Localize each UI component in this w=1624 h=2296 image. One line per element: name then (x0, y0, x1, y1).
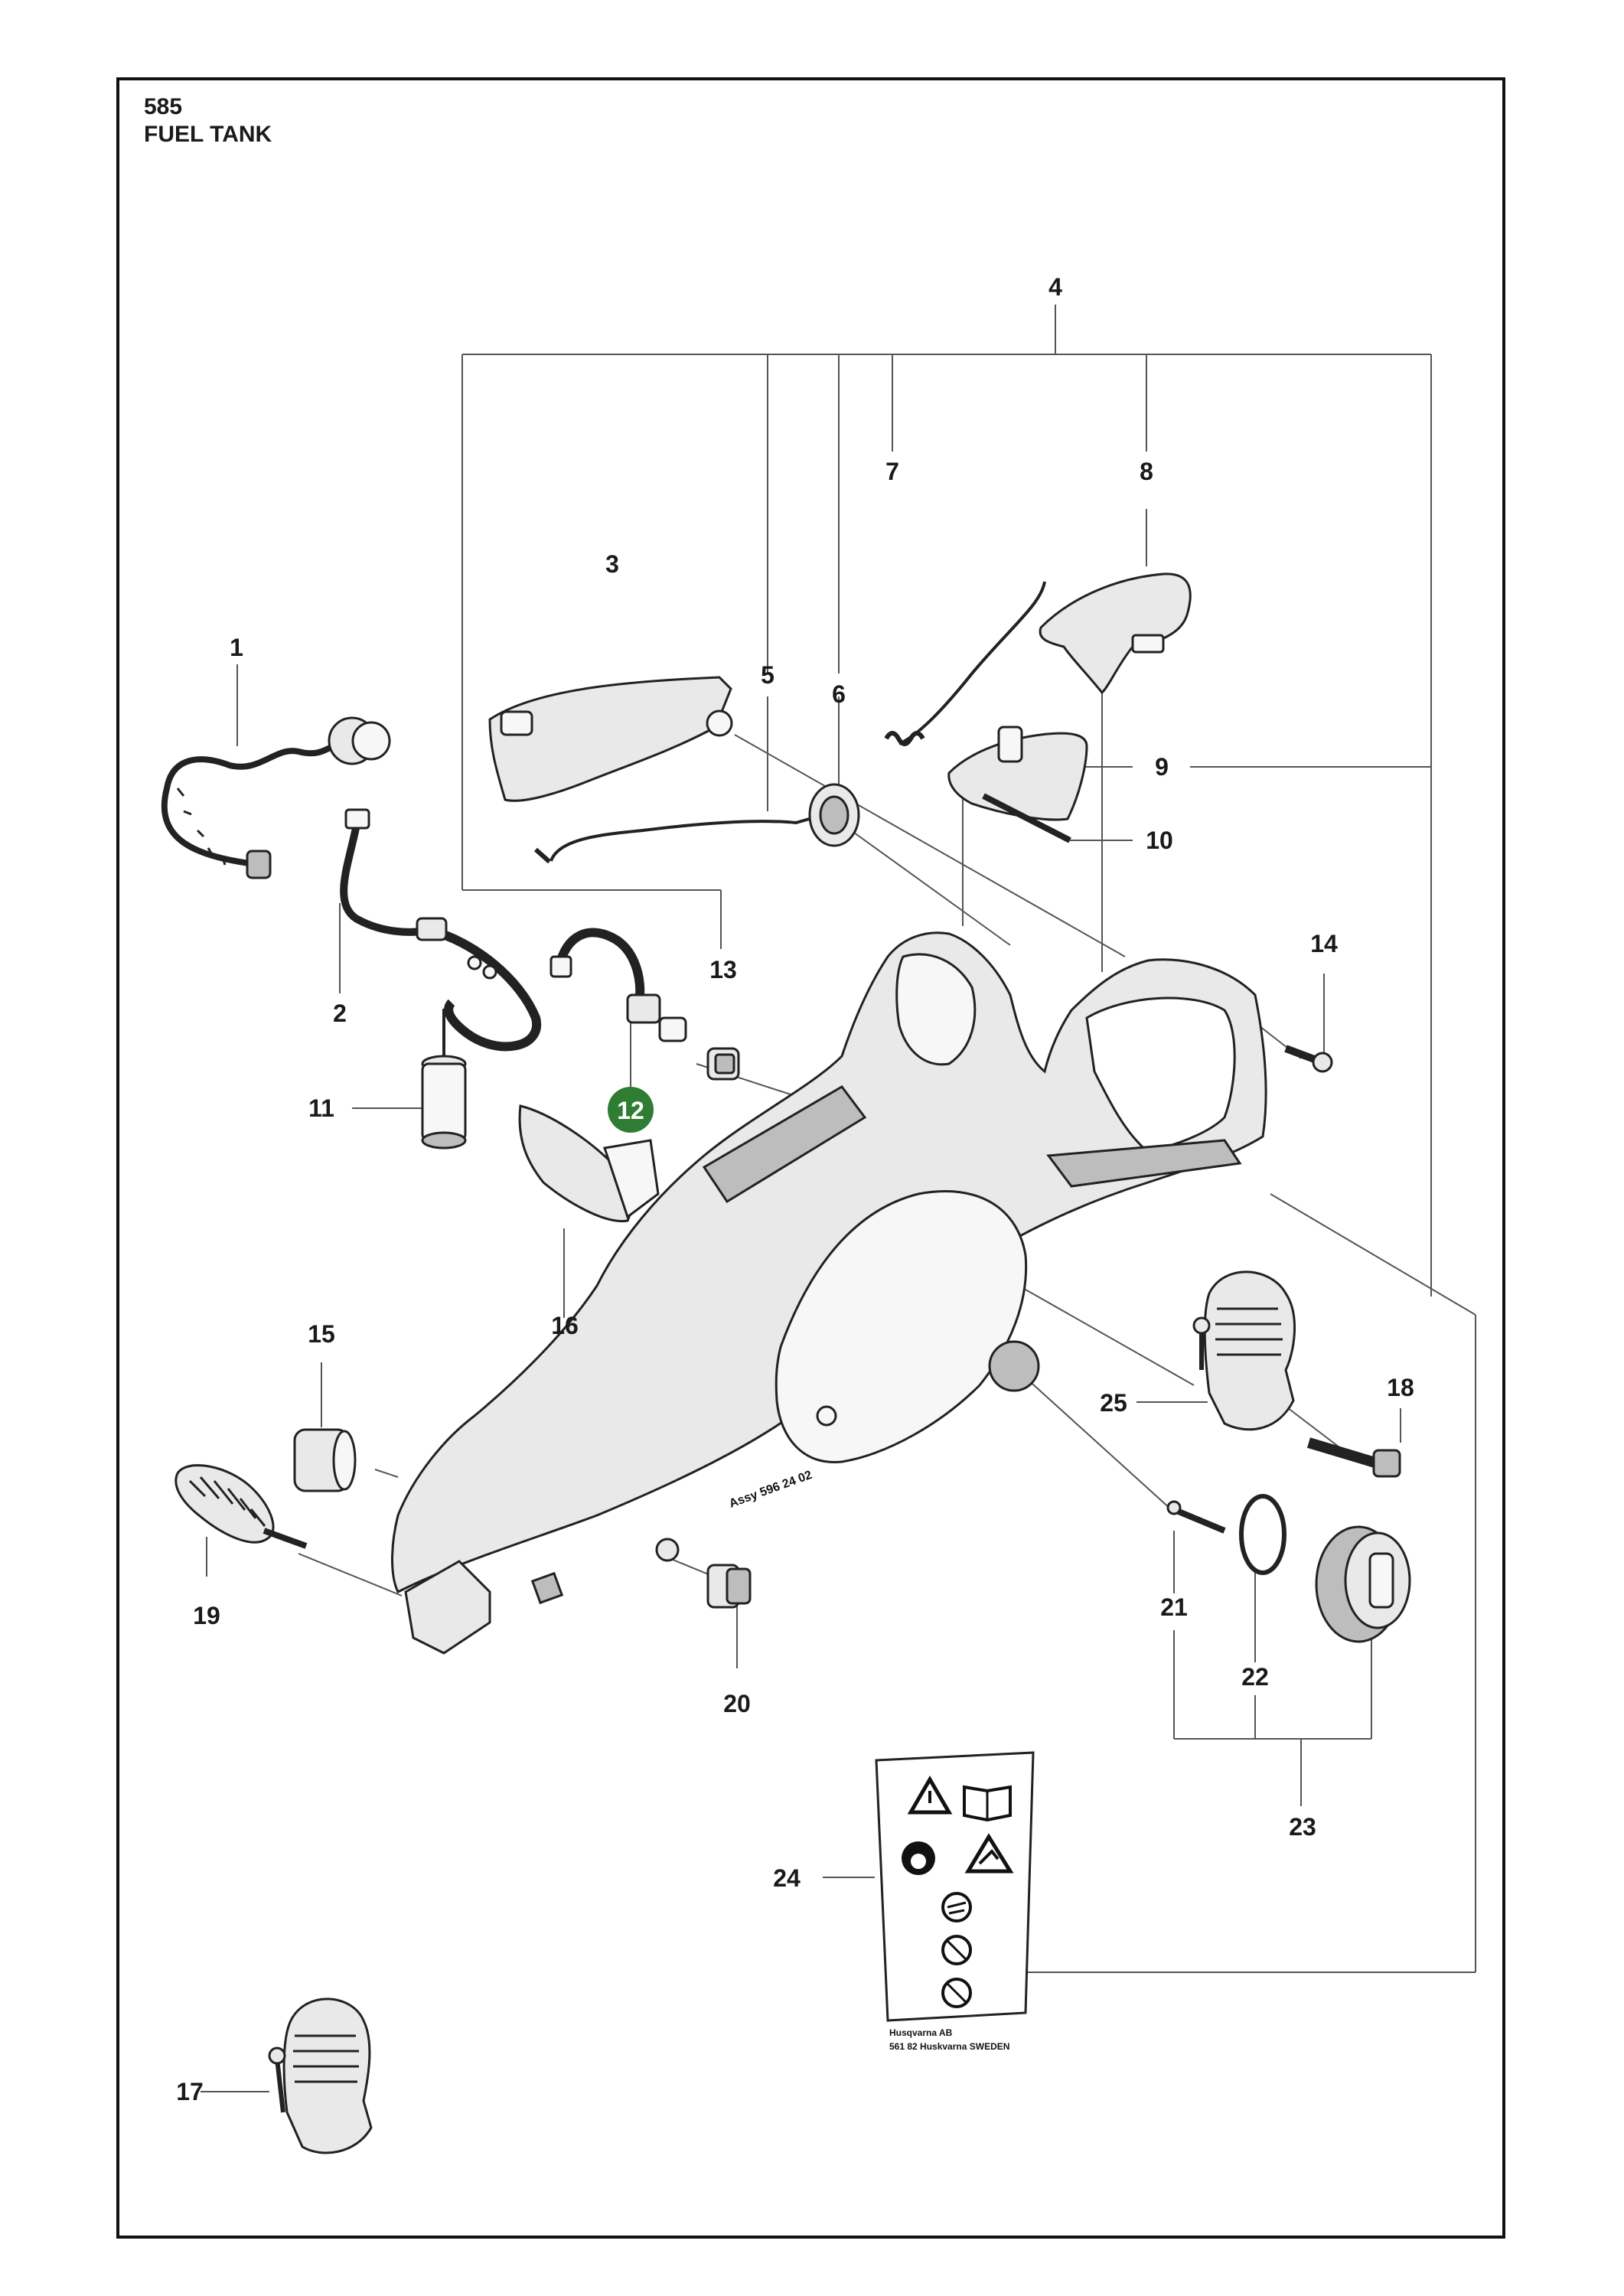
warning-triangle-icon (907, 1776, 953, 1815)
callout-numbers: 1 2 3 4 5 6 7 8 9 10 11 13 14 15 16 17 1… (176, 273, 1414, 2105)
callout-8: 8 (1140, 458, 1153, 485)
tank-part-marking: Assy 596 24 02 (728, 1469, 814, 1511)
part-4-tank-body: Assy 596 24 02 (391, 931, 1267, 1655)
callout-10: 10 (1146, 827, 1173, 854)
part-6-grommet (808, 783, 860, 847)
drawing-frame (116, 77, 1505, 2239)
manual-book-icon (963, 1785, 1012, 1822)
part-13-nipple (706, 1047, 740, 1081)
kickback-warning-icon (964, 1833, 1014, 1874)
callout-16: 16 (551, 1312, 579, 1339)
no-one-hand-grip-icon (941, 1978, 972, 2008)
callout-21: 21 (1160, 1593, 1188, 1621)
callout-1: 1 (230, 634, 243, 661)
callout-18: 18 (1387, 1374, 1414, 1401)
callout-19: 19 (193, 1602, 220, 1629)
callout-7: 7 (885, 458, 899, 485)
part-3-cover (488, 676, 732, 802)
part-19-av-spring (174, 1464, 308, 1549)
callout-4: 4 (1048, 273, 1062, 301)
page-header: 585 FUEL TANK (144, 93, 272, 148)
part-14-screw (1284, 1045, 1333, 1073)
part-22-gasket (1239, 1494, 1286, 1575)
callout-2: 2 (333, 1000, 347, 1027)
callout-15: 15 (308, 1320, 335, 1348)
leader-lines (201, 305, 1476, 2092)
callout-22: 22 (1241, 1663, 1269, 1691)
part-18-screw (1306, 1437, 1401, 1478)
callout-17: 17 (176, 2078, 204, 2105)
part-8-throttle-lockout (1039, 572, 1192, 695)
page-title: FUEL TANK (144, 122, 272, 147)
callout-23: 23 (1289, 1813, 1316, 1841)
page-number: 585 (144, 94, 183, 119)
protective-helmet-icon (902, 1841, 935, 1875)
callout-6: 6 (832, 680, 846, 708)
part-20-nipple (706, 1564, 752, 1609)
callout-20: 20 (723, 1690, 751, 1717)
part-17-av-buffer (268, 1998, 373, 2154)
part-15-rubber-buffer (293, 1428, 357, 1492)
part-16-bracket (518, 1104, 660, 1223)
part-1-fuel-hose (161, 716, 391, 879)
part-12-vent-hose (549, 928, 687, 1042)
part-11-fuel-filter (421, 1009, 467, 1150)
part-21-vent-valve (1166, 1500, 1226, 1534)
callout-24: 24 (773, 1864, 801, 1892)
label-maker: Husqvarna AB (889, 2027, 953, 2038)
callout-11: 11 (308, 1094, 334, 1122)
callout-3: 3 (605, 550, 619, 578)
callout-13: 13 (709, 956, 737, 983)
highlighted-callout-12[interactable]: 12 (608, 1087, 654, 1133)
callout-5: 5 (761, 661, 774, 689)
part-24-warning-label: Husqvarna AB 561 82 Huskvarna SWEDEN (875, 1751, 1035, 2052)
part-23-fuel-cap (1315, 1525, 1411, 1643)
part-5-cable (534, 709, 823, 864)
callout-12: 12 (617, 1097, 644, 1124)
no-one-hand-use-icon (941, 1935, 972, 1965)
part-25-av-buffer (1192, 1270, 1296, 1431)
callout-9: 9 (1155, 753, 1169, 781)
part-7-spring (884, 581, 1046, 746)
callout-14: 14 (1310, 930, 1338, 957)
callout-25: 25 (1100, 1389, 1127, 1417)
part-10-pin (982, 793, 1071, 843)
part-9-throttle-trigger (947, 726, 1088, 821)
label-address: 561 82 Huskvarna SWEDEN (889, 2041, 1009, 2052)
part-2-fuel-hose (340, 808, 542, 1052)
two-hand-grip-icon (941, 1892, 972, 1923)
